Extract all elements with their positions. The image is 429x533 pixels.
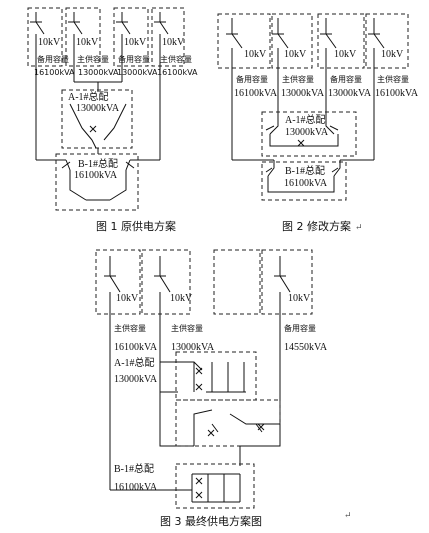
fig2-return-mark: ↵ <box>355 223 363 233</box>
fig3-feeder-box-1 <box>95 249 141 315</box>
fig3-feeder-box-4 <box>261 249 313 315</box>
fig1-breaker-4 <box>154 12 169 140</box>
fig2-dist-b-capacity: 16100kVA <box>284 178 328 189</box>
fig2-feeder-role-4: 主供容量 <box>377 74 409 84</box>
fig3-feeder-capacity-3: 14550kVA <box>284 342 328 353</box>
fig2-dist-a-capacity: 13000kVA <box>285 127 329 138</box>
fig1-dist-b-box <box>55 153 139 211</box>
fig3-feeder-capacity-1: 16100kVA <box>114 342 158 353</box>
fig2-dist-b-switchgear <box>265 160 341 193</box>
fig2-dist-a-breaker <box>297 139 305 147</box>
fig1-feeder-box-3 <box>113 7 149 67</box>
fig2-feeder-box-3 <box>317 13 365 69</box>
fig3-feeder-voltage-2: 10kV <box>170 293 193 304</box>
fig3-dist-a-switchgear <box>159 361 246 393</box>
fig3-dist-a-capacity: 13000kVA <box>114 374 158 385</box>
fig2-dist-a-switchgear <box>265 118 339 147</box>
fig3-dist-a-box <box>175 351 257 401</box>
figure-2: 10kV 10kV 10kV 10kV 备用容量 主供容量 备用容量 主供容量 … <box>217 13 419 233</box>
fig1-feeder-box-4 <box>151 7 185 67</box>
fig2-feeder-box-2 <box>271 13 313 69</box>
fig2-feeder-role-3: 备用容量 <box>330 74 362 84</box>
fig1-dist-b-switchgear <box>61 159 135 201</box>
fig2-breaker-1 <box>226 18 243 160</box>
fig1-feeder-voltage-2: 10kV <box>76 37 99 48</box>
fig3-feeder-role-3: 备用容量 <box>284 323 316 333</box>
fig3-dist-b-name: B-1#总配 <box>114 462 154 475</box>
fig1-dist-a-breaker <box>89 125 97 133</box>
fig3-feeder-role-2: 主供容量 <box>171 323 203 333</box>
fig1-dist-a-box <box>61 89 133 149</box>
fig1-dist-a-capacity: 13000kVA <box>76 103 120 114</box>
fig1-breaker-3 <box>116 12 131 82</box>
fig2-feeder-voltage-3: 10kV <box>334 49 357 60</box>
fig3-feeder-box-3-empty <box>213 249 261 315</box>
fig2-breaker-3 <box>320 18 337 118</box>
fig3-dist-a-name: A-1#总配 <box>114 356 155 369</box>
fig1-feeder-voltage-4: 10kV <box>162 37 185 48</box>
fig3-dist-a-breakers <box>195 367 203 391</box>
fig1-breaker-1 <box>30 12 45 140</box>
fig3-breaker-1 <box>104 256 121 490</box>
fig1-feeder-role-4: 主供容量 <box>160 54 192 64</box>
fig1-bus-b <box>35 140 161 161</box>
fig3-feeder-voltage-3: 10kV <box>288 293 311 304</box>
fig3-caption: 图 3 最终供电方案图 <box>160 514 262 528</box>
fig3-feeder-role-1: 主供容量 <box>114 323 146 333</box>
fig2-breaker-2 <box>272 18 289 118</box>
fig2-feeder-capacity-4: 16100kVA <box>375 88 419 99</box>
fig2-dist-a-name: A-1#总配 <box>285 113 326 126</box>
fig3-feeder-box-2 <box>141 249 191 315</box>
fig2-feeder-role-1: 备用容量 <box>236 74 268 84</box>
fig1-caption: 图 1 原供电方案 <box>96 219 176 233</box>
fig3-tie-box <box>175 399 281 447</box>
fig1-feeder-voltage-3: 10kV <box>124 37 147 48</box>
fig2-feeder-voltage-2: 10kV <box>284 49 307 60</box>
fig2-feeder-voltage-1: 10kV <box>244 49 267 60</box>
fig1-dist-b-capacity: 16100kVA <box>74 170 118 181</box>
fig2-caption: 图 2 修改方案 <box>282 219 351 233</box>
fig1-feeder-role-2: 主供容量 <box>77 54 109 64</box>
fig1-feeder-voltage-1: 10kV <box>38 37 61 48</box>
fig2-dist-b-box <box>261 161 347 201</box>
fig2-feeder-role-2: 主供容量 <box>282 74 314 84</box>
fig3-tie-right <box>239 424 281 466</box>
fig2-feeder-capacity-3: 13000kVA <box>328 88 372 99</box>
fig1-dist-a-name: A-1#总配 <box>68 90 109 103</box>
fig3-tie-breakers <box>207 423 265 437</box>
fig1-feeder-capacity-3: 13000kVA <box>117 68 158 77</box>
fig3-tie-switchgear <box>193 409 280 446</box>
fig1-breaker-2 <box>68 12 83 82</box>
fig3-dist-b-breakers <box>195 477 203 499</box>
fig2-feeder-capacity-1: 16100kVA <box>234 88 278 99</box>
fig2-breaker-4 <box>368 18 385 160</box>
fig1-feeder-capacity-2: 13000kVA <box>78 68 119 77</box>
fig2-dist-a-box <box>261 111 357 157</box>
figure-3: 10kV 10kV 10kV 主供容量 主供容量 备用容量 16100kVA 1… <box>95 249 352 528</box>
fig1-feeder-box-1 <box>27 7 63 67</box>
fig2-feeder-capacity-2: 13000kVA <box>281 88 325 99</box>
fig3-dist-b-box <box>175 463 255 509</box>
fig3-return-mark: ↵ <box>344 511 352 521</box>
fig3-breaker-2 <box>154 256 171 362</box>
fig2-feeder-box-1 <box>217 13 271 69</box>
fig3-feeder-capacity-2: 13000kVA <box>171 342 215 353</box>
fig3-dist-b-capacity: 16100kVA <box>114 482 158 493</box>
fig2-dist-b-name: B-1#总配 <box>285 164 325 177</box>
fig3-breaker-3 <box>274 256 291 424</box>
fig1-feeder-capacity-1: 16100kVA <box>34 68 75 77</box>
fig1-dist-b-name: B-1#总配 <box>78 157 118 170</box>
fig2-feeder-voltage-4: 10kV <box>381 49 404 60</box>
fig3-feeder-voltage-1: 10kV <box>116 293 139 304</box>
fig3-dist-b-switchgear <box>110 473 241 503</box>
fig1-dist-a-switchgear <box>69 103 127 154</box>
fig1-feeder-box-2 <box>65 7 101 67</box>
fig1-feeder-capacity-4: 16100kVA <box>157 68 198 77</box>
figure-1: 10kV 10kV 10kV 10kV 备用容量 主供容量 备用容量 主供容量 … <box>27 7 198 233</box>
fig1-feeder-role-3: 备用容量 <box>118 54 150 64</box>
fig1-feeder-role-1: 备用容量 <box>37 54 69 64</box>
fig2-feeder-box-4 <box>365 13 409 69</box>
